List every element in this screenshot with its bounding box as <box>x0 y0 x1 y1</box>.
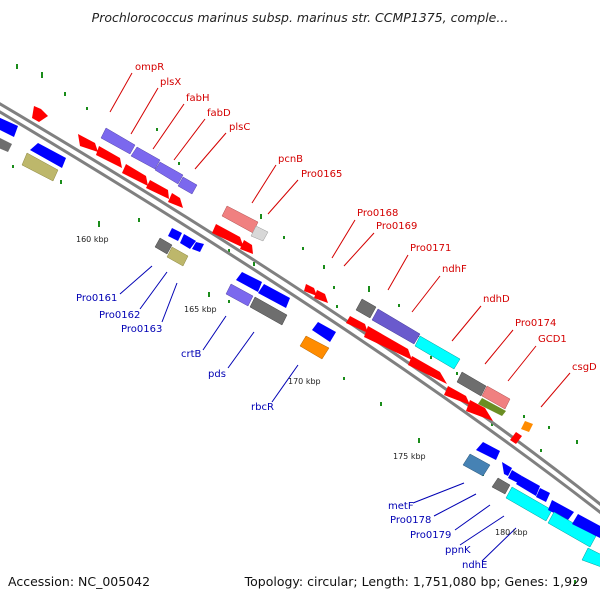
gene-cds-red-8 <box>346 316 368 333</box>
scale-labels: 160 kbp 165 kbp 170 kbp 175 kbp 180 kbp <box>76 235 528 537</box>
gene-cds-red-5 <box>168 193 183 208</box>
gene-crtB <box>225 283 254 307</box>
label-fabD[interactable]: fabD <box>207 108 231 119</box>
gene-Pro0179 <box>491 477 511 495</box>
label-pds[interactable]: pds <box>208 369 226 380</box>
forward-gene-labels <box>109 72 571 408</box>
gene-Pro0174 <box>456 371 487 397</box>
gene-cds-cyan-end <box>581 547 600 567</box>
gene-cds-red-2 <box>96 146 122 168</box>
scale-label-175: 175 kbp <box>393 452 426 461</box>
reverse-gene-labels <box>119 265 517 562</box>
gene-cds-red-12 <box>466 400 493 421</box>
gene-cds-gray-1 <box>0 138 12 152</box>
gc-content-track <box>12 64 590 584</box>
label-metF[interactable]: metF <box>388 501 414 512</box>
gene-cds-red-3 <box>122 164 148 186</box>
gene-Pro0162 <box>166 246 189 267</box>
gene-metF <box>462 453 491 477</box>
gene-cds-olive-1 <box>21 152 59 182</box>
gene-fabH-block <box>130 146 161 170</box>
gene-ndhD <box>414 335 461 370</box>
gene-cds-red-10 <box>408 356 447 384</box>
label-csgD[interactable]: csgD <box>572 362 597 373</box>
gene-Pro0178 <box>502 462 512 476</box>
genome-summary: Topology: circular; Length: 1,751,080 bp… <box>244 574 588 589</box>
label-Pro0174[interactable]: Pro0174 <box>515 318 556 329</box>
gene-csgD <box>521 421 533 432</box>
gene-ndhF <box>371 308 421 345</box>
gene-cds-blue-5 <box>258 284 290 308</box>
label-ndhD[interactable]: ndhD <box>483 294 510 305</box>
label-Pro0161[interactable]: Pro0161 <box>76 293 117 304</box>
gene-cds-red-1 <box>78 134 98 152</box>
label-Pro0162[interactable]: Pro0162 <box>99 310 140 321</box>
gene-plsX-block <box>100 127 136 155</box>
gene-cds-red-6 <box>212 224 244 248</box>
genome-backbone <box>0 102 600 515</box>
label-GCD1[interactable]: GCD1 <box>538 334 567 345</box>
scale-label-170: 170 kbp <box>288 377 321 386</box>
gene-cds-blue-10 <box>572 514 600 538</box>
label-ndhF[interactable]: ndhF <box>442 264 467 275</box>
reverse-strand-features[interactable] <box>0 116 600 568</box>
gene-Pro0165 <box>250 225 269 242</box>
forward-strand-features[interactable] <box>32 106 533 444</box>
scale-label-160: 160 kbp <box>76 235 109 244</box>
label-Pro0165[interactable]: Pro0165 <box>301 169 342 180</box>
gene-plsC-block <box>177 176 198 195</box>
gene-metF-blue <box>476 442 500 460</box>
label-crtB[interactable]: crtB <box>181 349 202 360</box>
gene-cds-red-11 <box>444 386 470 405</box>
gene-csgD-green <box>478 398 506 416</box>
label-plsC[interactable]: plsC <box>229 122 250 133</box>
label-plsX[interactable]: plsX <box>160 77 181 88</box>
gene-fabD-block <box>154 161 184 185</box>
gene-cds-blue-4 <box>192 242 204 252</box>
label-ppnK[interactable]: ppnK <box>445 545 471 556</box>
gene-Pro0171 <box>355 298 377 319</box>
gene-cds-red-7 <box>240 240 253 254</box>
label-fabH[interactable]: fabH <box>186 93 210 104</box>
gene-GCD1 <box>481 385 511 410</box>
label-ompR[interactable]: ompR <box>135 62 164 73</box>
gene-pds <box>249 296 288 326</box>
accession-label: Accession: NC_005042 <box>8 574 151 589</box>
label-Pro0178[interactable]: Pro0178 <box>390 515 431 526</box>
gene-rbcR-blue <box>312 322 336 342</box>
gene-Pro0168 <box>304 284 317 296</box>
map-title: Prochlorococcus marinus subsp. marinus s… <box>91 10 509 25</box>
gene-ppnK <box>505 486 553 522</box>
gene-pcnB <box>221 205 259 234</box>
gene-cds-blue-1 <box>0 117 18 137</box>
label-Pro0171[interactable]: Pro0171 <box>410 243 451 254</box>
gene-cds-red-13 <box>510 432 522 444</box>
label-rbcR[interactable]: rbcR <box>251 402 274 413</box>
label-ndhE[interactable]: ndhE <box>462 560 487 571</box>
gene-crtB-blue <box>236 272 262 292</box>
gene-rbcR <box>299 335 330 360</box>
gene-Pro0163-blue <box>168 228 182 241</box>
gene-Pro0161 <box>154 237 173 255</box>
label-Pro0168[interactable]: Pro0168 <box>357 208 398 219</box>
gene-ompR <box>32 106 48 122</box>
scale-label-165: 165 kbp <box>184 305 217 314</box>
gene-cds-blue-7 <box>516 476 540 496</box>
gene-cds-blue-6 <box>508 470 522 483</box>
gene-cds-blue-8 <box>536 488 550 502</box>
gene-cds-blue-2 <box>30 143 66 168</box>
label-Pro0163[interactable]: Pro0163 <box>121 324 162 335</box>
scale-label-180: 180 kbp <box>495 528 528 537</box>
gene-cds-blue-3 <box>180 234 196 249</box>
gene-cds-red-4 <box>146 180 169 199</box>
gene-cds-blue-9 <box>548 500 574 520</box>
gene-cds-red-9 <box>364 326 412 360</box>
label-Pro0169[interactable]: Pro0169 <box>376 221 417 232</box>
gene-Pro0169 <box>314 290 328 303</box>
label-pcnB[interactable]: pcnB <box>278 154 303 165</box>
label-Pro0179[interactable]: Pro0179 <box>410 530 451 541</box>
